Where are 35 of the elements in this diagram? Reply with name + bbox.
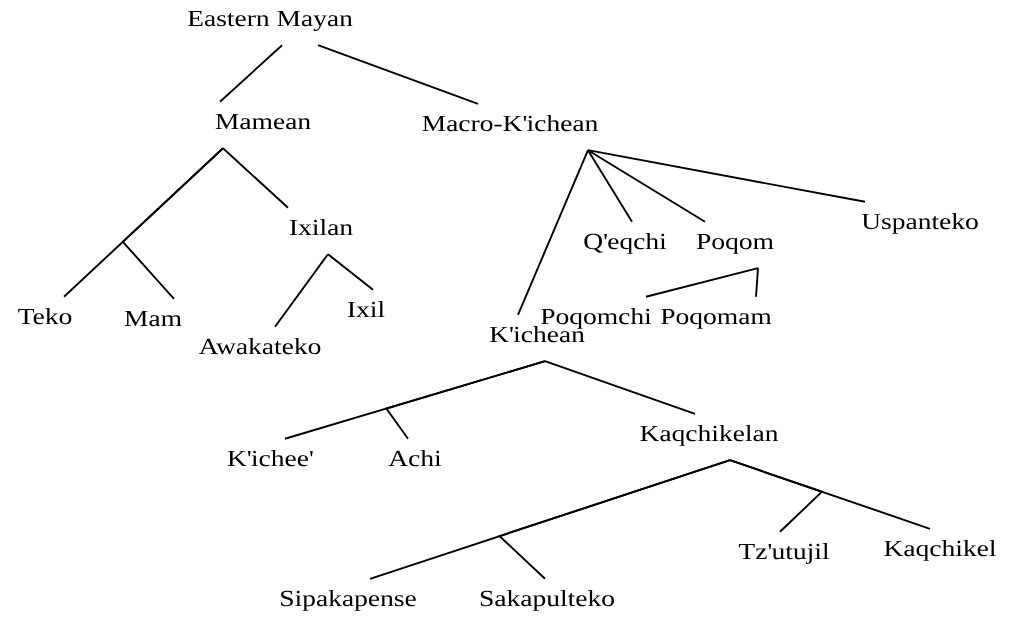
language-label: Sipakapense <box>281 590 416 611</box>
branch-line <box>587 149 706 223</box>
language-label: Tz'utujil <box>738 543 830 564</box>
branch-line <box>317 44 479 105</box>
branch-line <box>384 360 546 440</box>
language-label: Mam <box>124 310 182 327</box>
branch-line <box>645 267 759 298</box>
branch-line <box>121 147 224 300</box>
branch-line <box>517 149 589 316</box>
language-label: Sakapulteko <box>480 590 614 611</box>
language-label: Mamean <box>215 113 311 130</box>
language-label: Achi <box>388 450 442 467</box>
language-label: Macro-K'ichean <box>422 115 598 132</box>
branch-line <box>544 360 696 415</box>
language-label: Awakateko <box>198 338 321 355</box>
language-label: Kaqchikel <box>884 540 996 561</box>
branch-line <box>729 459 824 533</box>
branch-line <box>587 149 633 223</box>
language-label: Kaqchikelan <box>640 425 779 446</box>
language-label: K'ichee' <box>227 450 313 467</box>
language-label: Poqom <box>696 233 774 254</box>
language-label: Q'eqchi <box>584 233 667 254</box>
branch-line <box>327 253 374 291</box>
branch-line <box>497 459 731 580</box>
language-label: Eastern Mayan <box>187 10 353 31</box>
language-label: Ixil <box>347 301 385 317</box>
branch-line <box>587 149 866 203</box>
branch-line <box>755 267 759 298</box>
language-label: Uspanteko <box>861 213 978 234</box>
branch-line <box>274 253 329 328</box>
language-label: Ixilan <box>289 219 353 236</box>
language-label: Poqomam <box>661 308 772 329</box>
branch-line <box>219 44 283 103</box>
language-label: Teko <box>18 308 72 325</box>
branch-line <box>222 147 289 209</box>
